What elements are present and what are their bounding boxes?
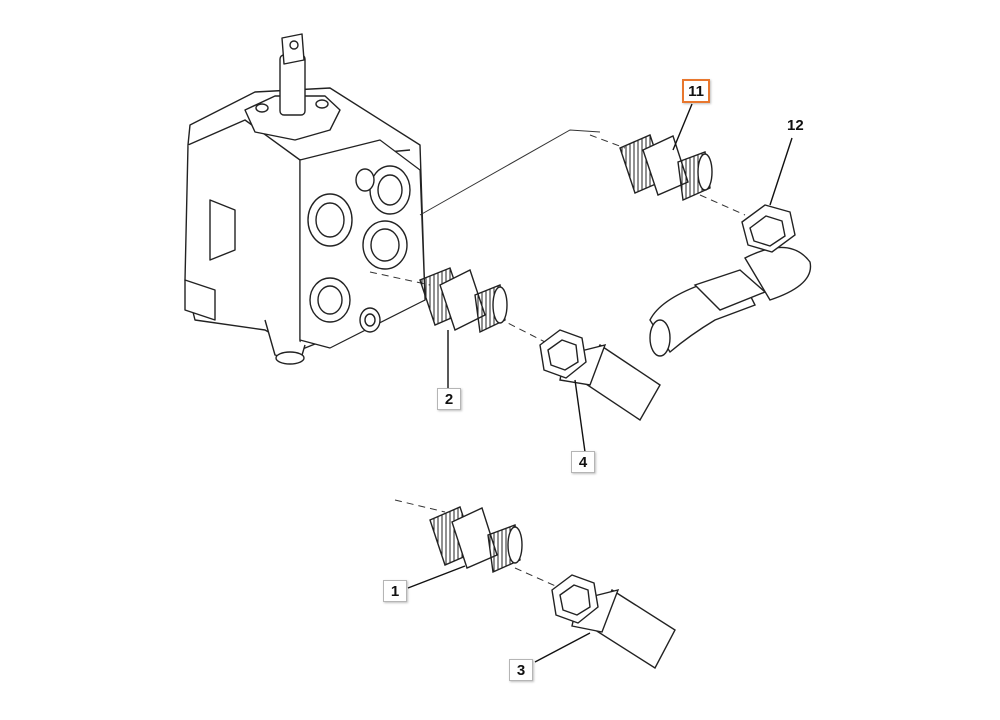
hose-12 — [649, 204, 812, 357]
routing-line — [419, 129, 601, 216]
callout-leaders — [407, 103, 793, 663]
adapter-fitting-2 — [419, 267, 508, 334]
callout-label-2: 2 — [437, 388, 461, 410]
callout-label-3: 3 — [509, 659, 533, 681]
adapter-fitting-1 — [429, 506, 523, 574]
hose-4 — [539, 329, 661, 421]
callout-label-11: 11 — [682, 79, 710, 103]
control-valve-block — [184, 33, 426, 365]
alignment-lines — [369, 134, 746, 589]
callout-label-1: 1 — [383, 580, 407, 602]
adapter-fitting-11 — [619, 134, 713, 202]
callout-label-12: 12 — [787, 117, 804, 134]
callout-label-4: 4 — [571, 451, 595, 473]
hose-3 — [551, 574, 676, 669]
